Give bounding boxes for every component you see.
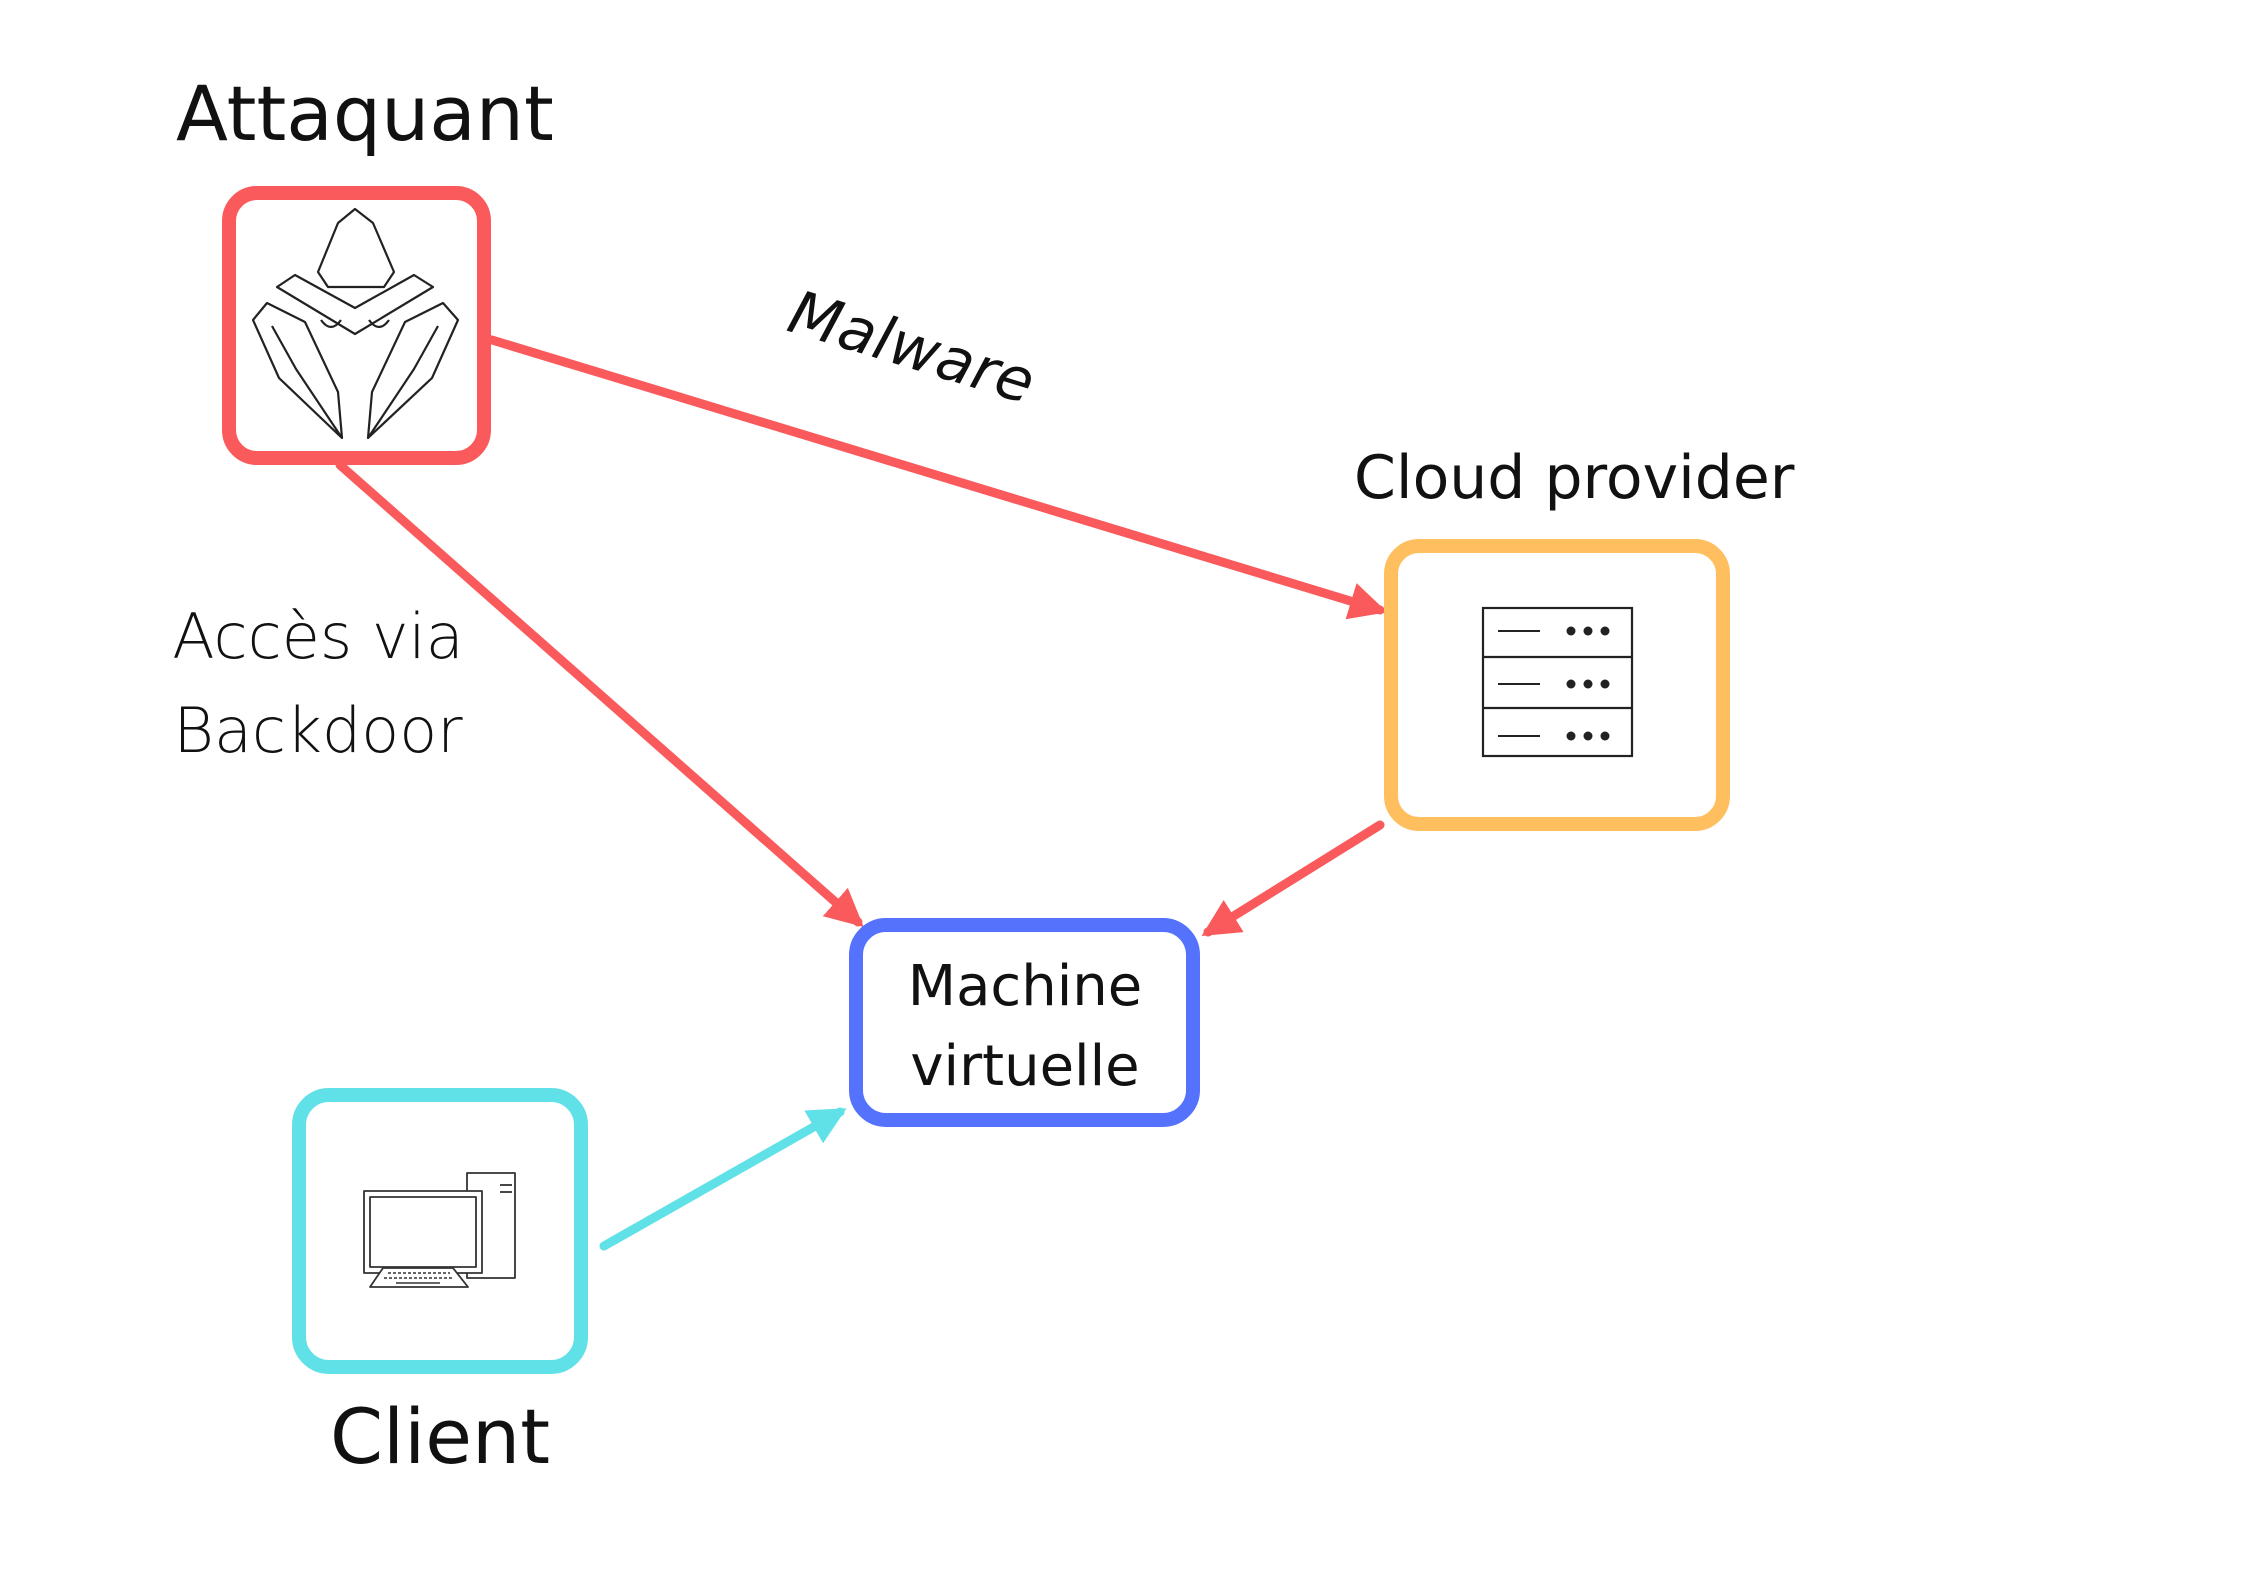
hacker-icon bbox=[251, 207, 460, 440]
vm-label-line1: Machine bbox=[908, 954, 1142, 1019]
backdoor-label-line2: Backdoor bbox=[173, 694, 463, 767]
client-to-vm-arrow bbox=[599, 1107, 847, 1251]
vm-node bbox=[849, 918, 1200, 1127]
attacker-title: Attaquant bbox=[176, 69, 554, 158]
desktop-computer-icon bbox=[363, 1172, 516, 1288]
vm-label-line2: virtuelle bbox=[910, 1034, 1139, 1099]
cloud-node bbox=[1384, 539, 1730, 831]
backdoor-label-line1: Accès via bbox=[172, 600, 464, 673]
cloud-to-vm-arrow bbox=[1201, 820, 1385, 937]
backdoor-arrow bbox=[335, 460, 864, 928]
malware-label: Malware bbox=[781, 277, 1043, 418]
server-rack-icon bbox=[1481, 606, 1634, 758]
client-title: Client bbox=[330, 1392, 550, 1481]
malware-arrow bbox=[487, 335, 1388, 620]
attacker-node bbox=[222, 186, 491, 465]
cloud-title: Cloud provider bbox=[1354, 443, 1795, 513]
